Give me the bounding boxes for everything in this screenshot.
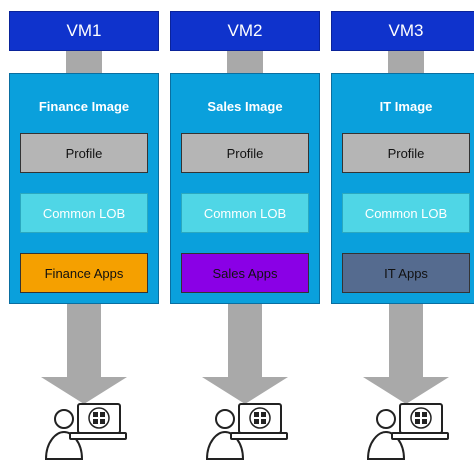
image-title-1: Finance Image <box>38 99 130 114</box>
profile-layer-2: Profile <box>181 133 309 173</box>
user-with-windows-laptop-icon <box>205 403 288 460</box>
vm-connector-1 <box>66 51 102 73</box>
image-container-3: IT Image Profile Common LOB IT Apps <box>331 73 474 304</box>
vm-header-1: VM1 <box>9 11 159 51</box>
common-lob-layer-3: Common LOB <box>342 193 470 233</box>
profile-layer-3: Profile <box>342 133 470 173</box>
image-container-1: Finance Image Profile Common LOB Finance… <box>9 73 159 304</box>
image-title-3: IT Image <box>379 99 433 114</box>
user-with-windows-laptop-icon <box>44 403 127 460</box>
image-title-2: Sales Image <box>207 99 283 114</box>
common-lob-layer-2: Common LOB <box>181 193 309 233</box>
common-lob-layer-1: Common LOB <box>20 193 148 233</box>
vm-connector-2 <box>227 51 263 73</box>
down-arrow-icon <box>363 304 449 404</box>
apps-layer-3: IT Apps <box>342 253 470 293</box>
vm-column-2: VM2 Sales Image Profile Common LOB Sales… <box>170 0 320 476</box>
vm-header-3: VM3 <box>331 11 474 51</box>
apps-layer-2: Sales Apps <box>181 253 309 293</box>
vm-column-3: VM3 IT Image Profile Common LOB IT Apps <box>331 0 474 476</box>
apps-layer-1: Finance Apps <box>20 253 148 293</box>
vm-header-2: VM2 <box>170 11 320 51</box>
vm-connector-3 <box>388 51 424 73</box>
image-container-2: Sales Image Profile Common LOB Sales App… <box>170 73 320 304</box>
user-with-windows-laptop-icon <box>366 403 449 460</box>
profile-layer-1: Profile <box>20 133 148 173</box>
down-arrow-icon <box>202 304 288 404</box>
vm-column-1: VM1 Finance Image Profile Common LOB Fin… <box>9 0 159 476</box>
down-arrow-icon <box>41 304 127 404</box>
